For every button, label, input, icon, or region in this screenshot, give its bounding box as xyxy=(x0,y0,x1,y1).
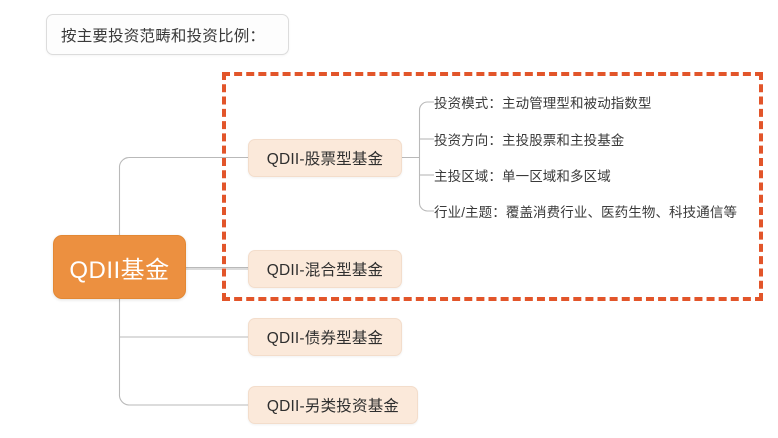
leaf-item-industry-theme: 行业/主题：覆盖消费行业、医药生物、科技通信等 xyxy=(434,205,738,220)
branch-node-equity[interactable]: QDII-股票型基金 xyxy=(248,139,402,177)
branch-node-bond[interactable]: QDII-债券型基金 xyxy=(248,318,402,356)
leaf-item-investment-direction: 投资方向：主投股票和主投基金 xyxy=(434,133,625,148)
branch-node-label: QDII-债券型基金 xyxy=(266,330,384,347)
root-node-qdii-fund[interactable]: QDII基金 xyxy=(53,235,186,299)
connector-branch-3 xyxy=(118,393,248,406)
root-node-label: QDII基金 xyxy=(69,256,170,284)
caption-label: 按主要投资范畴和投资比例： xyxy=(61,27,266,45)
branch-node-label: QDII-混合型基金 xyxy=(266,262,384,279)
caption-box: 按主要投资范畴和投资比例： xyxy=(46,14,289,55)
branch-node-alternative[interactable]: QDII-另类投资基金 xyxy=(248,386,418,424)
branch-node-label: QDII-另类投资基金 xyxy=(266,398,400,415)
branch-node-label: QDII-股票型基金 xyxy=(266,151,384,168)
highlight-region-dashed xyxy=(222,72,763,301)
leaf-item-investment-mode: 投资模式：主动管理型和被动指数型 xyxy=(434,96,652,111)
leaf-item-investment-region: 主投区域：单一区域和多区域 xyxy=(434,169,611,184)
branch-node-hybrid[interactable]: QDII-混合型基金 xyxy=(248,250,402,288)
